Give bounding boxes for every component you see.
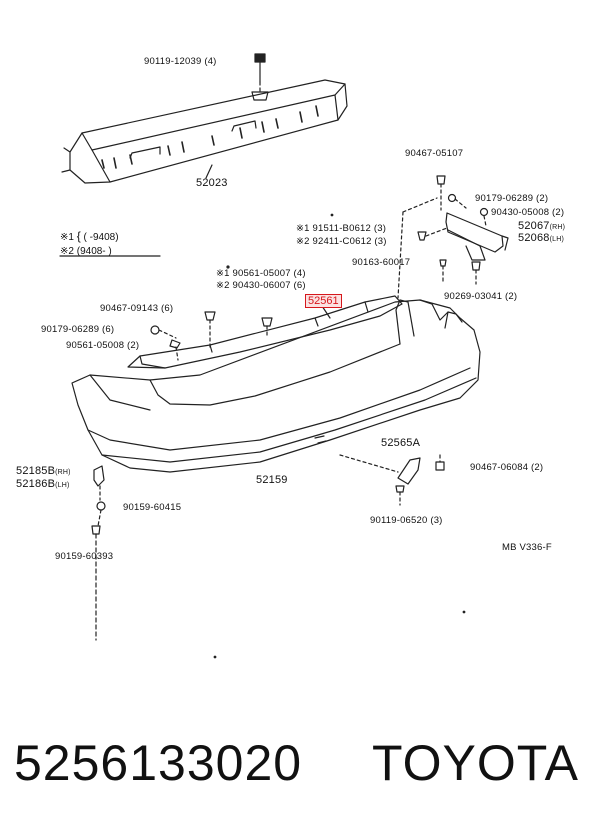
label-nut-r3: 90163-60017 [352, 257, 411, 268]
label-ref-code: MB V336-F [502, 542, 552, 553]
label-clip-l3: 90561-05008 (2) [66, 340, 140, 351]
note2-mark: ※2 [60, 246, 74, 257]
reinforcement-52023 [61, 79, 348, 184]
label-bumper-cover: 52159 [256, 474, 288, 486]
note1-brace: { [76, 229, 81, 243]
footer-part-number: 5256133020 [14, 735, 303, 791]
label-clip-mid-b: ※2 90430-06007 (6) [216, 280, 306, 291]
highlighted-part-number[interactable]: 52561 [305, 294, 342, 308]
label-clip-r5: 90467-06084 (2) [470, 462, 544, 473]
label-screw-l5: 90159-60393 [55, 551, 114, 562]
left-clips [150, 311, 216, 361]
mid-clip [261, 317, 273, 337]
bracket-rh-tag: (RH) [55, 469, 71, 476]
bolt-top [251, 53, 269, 101]
bumper-cover-52159 [71, 299, 481, 473]
stay-lh-tag: (LH) [549, 236, 565, 243]
label-stay-lh: 52068(LH) [518, 232, 564, 244]
label-clip-l1: 90467-09143 (6) [100, 303, 174, 314]
label-mudguard: 52565A [381, 437, 421, 449]
bracket-lh-number: 52186B [16, 478, 56, 490]
label-bolt-r2a: ※1 91511-B0612 (3) [296, 223, 387, 234]
stay-rh-tag: (RH) [549, 224, 566, 231]
bracket-lh-tag: (LH) [55, 482, 70, 489]
bracket-52185B [91, 465, 106, 641]
note1-mark: ※1 [60, 232, 74, 243]
label-stay-rh: 52067(RH) [518, 220, 565, 232]
label-clip-mid-a: ※1 90561-05007 (4) [216, 268, 306, 279]
label-reinforcement: 52023 [196, 177, 228, 189]
stay-lh-number: 52068 [518, 232, 550, 244]
stay-rh-number: 52067 [518, 220, 550, 232]
note2-range: (9408- ) [76, 246, 112, 257]
bracket-rh-number: 52185B [16, 465, 56, 477]
label-bolt-top: 90119-12039 (4) [144, 56, 217, 67]
label-bracket-rh: 52185B(RH) [16, 465, 71, 477]
stay-52067 [417, 175, 509, 285]
label-nut-r1: 90430-05008 (2) [491, 207, 565, 218]
mudguard-52565A [339, 454, 445, 506]
footer-brand: TOYOTA [372, 735, 579, 791]
label-nut-r4: 90269-03041 (2) [444, 291, 518, 302]
label-screw-l2: 90179-06289 (6) [41, 324, 115, 335]
label-clip-top-right: 90467-05107 [405, 148, 464, 159]
production-date-notes: ※1 { ( -9408) ※2 (9408- ) [60, 229, 119, 259]
label-screw-r1: 90179-06289 (2) [475, 193, 549, 204]
retainer-52561 [127, 295, 403, 369]
note-row-1: ※1 { ( -9408) [60, 229, 119, 245]
note1-range: ( -9408) [83, 232, 119, 243]
label-bracket-lh: 52186B(LH) [16, 478, 70, 490]
label-screw-l4: 90159-60415 [123, 502, 182, 513]
label-bolt-bottom: 90119-06520 (3) [370, 515, 443, 526]
label-bolt-r2b: ※2 92411-C0612 (3) [296, 236, 387, 247]
note-row-2: ※2 (9408- ) [60, 245, 119, 259]
